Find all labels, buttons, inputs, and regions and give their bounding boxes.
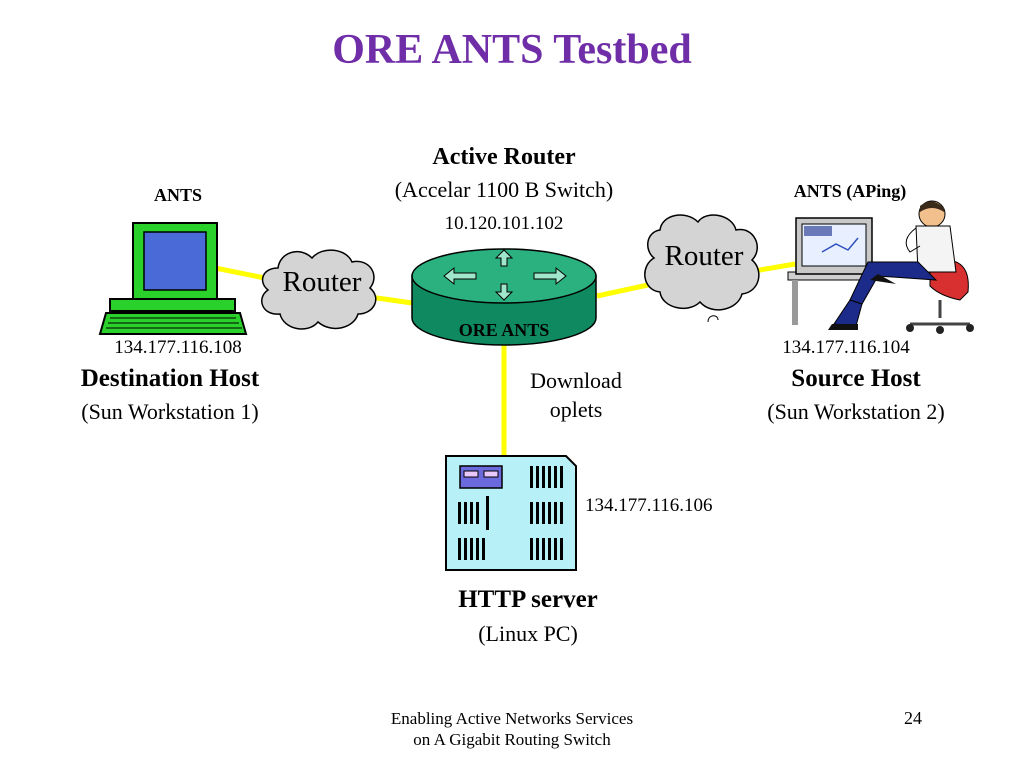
source-ip: 134.177.116.104 [782, 337, 910, 358]
destination-software-label: ANTS [153, 185, 202, 205]
workstation-icon [98, 222, 248, 335]
cloud-icon [644, 214, 760, 323]
active-router-device-label: ORE ANTS [458, 320, 550, 340]
download-note-line2: oplets [549, 397, 603, 422]
left-cloud-label: Router [282, 266, 362, 298]
footer-line-2: on A Gigabit Routing Switch [413, 730, 611, 749]
active-router-ip: 10.120.101.102 [444, 213, 564, 234]
server-icon [445, 455, 577, 571]
footer-caption: Enabling Active Networks Services on A G… [312, 708, 712, 750]
source-software-label: ANTS (APing) [793, 181, 907, 201]
download-note-line1: Download [530, 368, 622, 393]
cloud-icon [261, 249, 377, 330]
active-router-subheading: (Accelar 1100 B Switch) [394, 177, 614, 202]
footer-line-1: Enabling Active Networks Services [390, 709, 634, 728]
person-at-computer-icon [787, 200, 974, 334]
destination-ip: 134.177.116.108 [114, 337, 242, 358]
destination-host-detail: (Sun Workstation 1) [81, 399, 259, 424]
page-number: 24 [904, 708, 922, 728]
source-host-name: Source Host [791, 365, 921, 392]
http-server-ip: 134.177.116.106 [585, 495, 713, 516]
right-cloud-label: Router [664, 240, 744, 272]
router-icon [411, 248, 597, 346]
destination-host-name: Destination Host [80, 365, 260, 392]
link-cloud-to-router [369, 294, 413, 306]
source-host-detail: (Sun Workstation 2) [767, 399, 945, 424]
http-server-detail: (Linux PC) [478, 621, 578, 646]
link-router-to-cloud [596, 282, 649, 299]
page-title: ORE ANTS Testbed [332, 27, 692, 73]
http-server-name: HTTP server [458, 586, 598, 613]
active-router-heading: Active Router [432, 144, 576, 170]
